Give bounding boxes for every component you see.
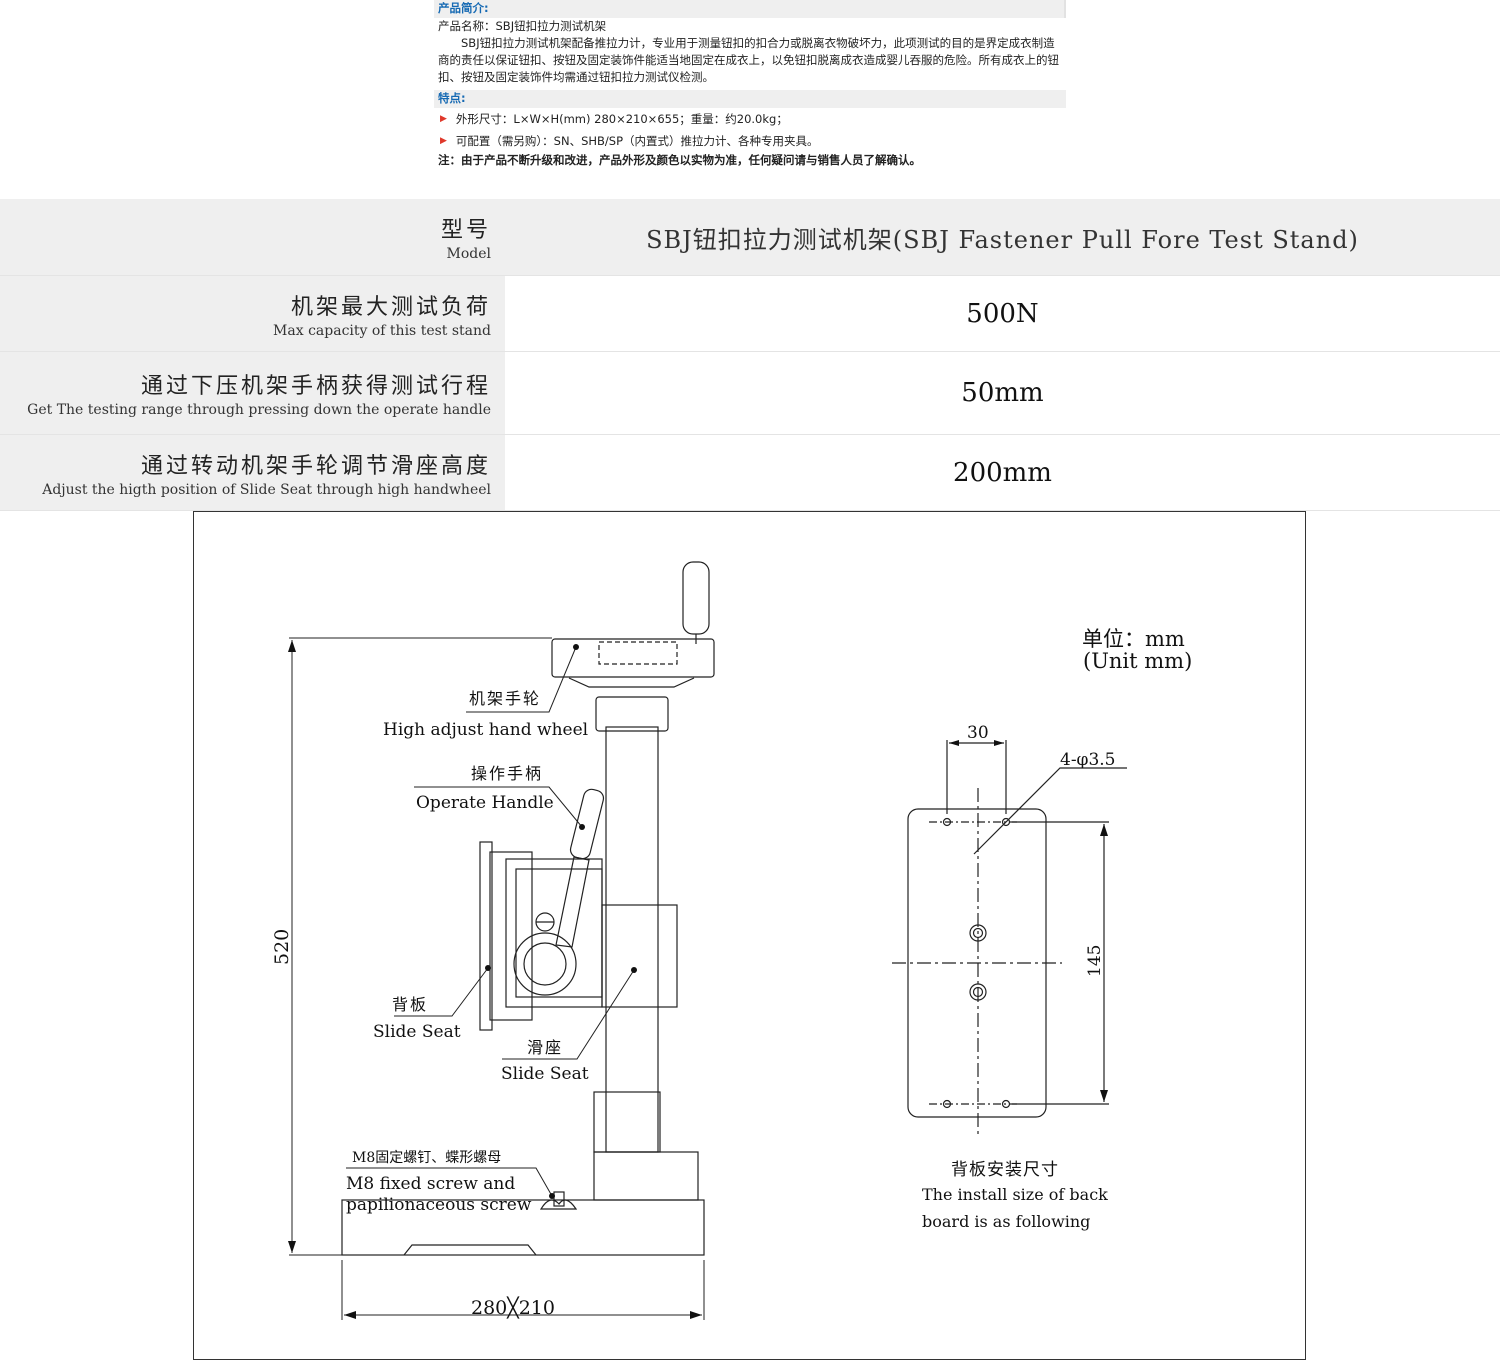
column-foot xyxy=(593,1151,699,1201)
column xyxy=(605,726,659,1153)
base-plate xyxy=(341,1199,705,1256)
handle-pivot xyxy=(513,932,577,996)
spec-row-stroke: 通过下压机架手柄获得测试行程 Get The testing range thr… xyxy=(0,352,1500,435)
handwheel xyxy=(551,638,715,678)
backboard-label-zh: 背板 xyxy=(392,995,428,1014)
intro-heading: 产品简介: xyxy=(434,0,1066,18)
spec-row-height-adjust: 通过转动机架手轮调节滑座高度 Adjust the higth position… xyxy=(0,435,1500,511)
hole-size-dimension: 4-φ3.5 xyxy=(1060,750,1116,770)
spec-label: 型号 Model xyxy=(0,199,505,275)
board-length-dimension: 145 xyxy=(1085,945,1105,977)
slide-label-en: Slide Seat xyxy=(501,1064,589,1084)
spec-row-capacity: 机架最大测试负荷 Max capacity of this test stand… xyxy=(0,276,1500,352)
disclaimer-note: 注：由于产品不断升级和改进，产品外形及颜色以实物为准，任何疑问请与销售人员了解确… xyxy=(438,153,921,167)
board-caption-en-1: The install size of back xyxy=(922,1185,1108,1204)
product-intro: 产品简介: 产品名称：SBJ钮扣拉力测试机架 SBJ钮扣拉力测试机架配备推拉力计… xyxy=(434,0,1066,169)
feature-item: ▶ 外形尺寸：L×W×H(mm) 280×210×655；重量：约20.0kg； xyxy=(440,111,788,126)
spec-label: 通过转动机架手轮调节滑座高度 Adjust the higth position… xyxy=(0,435,505,510)
features-heading: 特点: xyxy=(434,90,1066,108)
base-dimension: 280╳210 xyxy=(471,1296,555,1319)
slide-seat xyxy=(601,904,678,1008)
spec-value: 200mm xyxy=(953,457,1052,488)
slide-label-zh: 滑座 xyxy=(527,1038,563,1057)
height-dimension: 520 xyxy=(271,929,293,965)
product-description: SBJ钮扣拉力测试机架配备推拉力计，专业用于测量钮扣的扣合力或脱离衣物破坏力，此… xyxy=(438,36,1059,84)
handle-label-zh: 操作手柄 xyxy=(471,764,543,783)
handle-grip xyxy=(569,788,605,860)
screw-label-zh: M8固定螺钉、蝶形螺母 xyxy=(352,1150,501,1166)
screw-label-en-1: M8 fixed screw and xyxy=(346,1174,515,1194)
back-plate xyxy=(489,851,533,1021)
board-caption-zh: 背板安装尺寸 xyxy=(951,1160,1059,1180)
screw-label-en-2: papilionaceous screw xyxy=(346,1195,532,1215)
spec-row-model: 型号 Model SBJ钮扣拉力测试机架(SBJ Fastener Pull F… xyxy=(0,199,1500,276)
backboard-label-en: Slide Seat xyxy=(373,1022,461,1042)
bullet-arrow-icon: ▶ xyxy=(440,113,447,124)
spec-value: 500N xyxy=(966,298,1039,329)
spec-value: 50mm xyxy=(961,378,1044,408)
bullet-arrow-icon: ▶ xyxy=(440,135,447,146)
spec-label: 通过下压机架手柄获得测试行程 Get The testing range thr… xyxy=(0,352,505,434)
spec-label: 机架最大测试负荷 Max capacity of this test stand xyxy=(0,276,505,351)
product-name: 产品名称：SBJ钮扣拉力测试机架 xyxy=(438,19,607,33)
board-caption-en-2: board is as following xyxy=(922,1212,1090,1231)
spec-value: SBJ钮扣拉力测试机架(SBJ Fastener Pull Fore Test … xyxy=(646,225,1359,254)
handwheel-label-zh: 机架手轮 xyxy=(469,689,541,708)
handle-label-en: Operate Handle xyxy=(416,793,554,813)
crank-knob xyxy=(682,561,710,635)
divider xyxy=(1064,0,1066,18)
technical-drawing: 单位：mm (Unit mm) 机架手轮 High adjust hand wh… xyxy=(193,511,1306,1360)
unit-label-zh: 单位：mm xyxy=(1082,627,1185,651)
unit-label-en: (Unit mm) xyxy=(1083,649,1192,673)
spec-table: 型号 Model SBJ钮扣拉力测试机架(SBJ Fastener Pull F… xyxy=(0,199,1500,511)
feature-item: ▶ 可配置（需另购）：SN、SHB/SP（内置式）推拉力计、各种专用夹具。 xyxy=(440,133,819,148)
hole-spacing-dimension: 30 xyxy=(967,723,989,743)
drawing-svg: 单位：mm (Unit mm) 机架手轮 High adjust hand wh… xyxy=(271,561,1192,1320)
handwheel-label-en: High adjust hand wheel xyxy=(383,720,588,740)
